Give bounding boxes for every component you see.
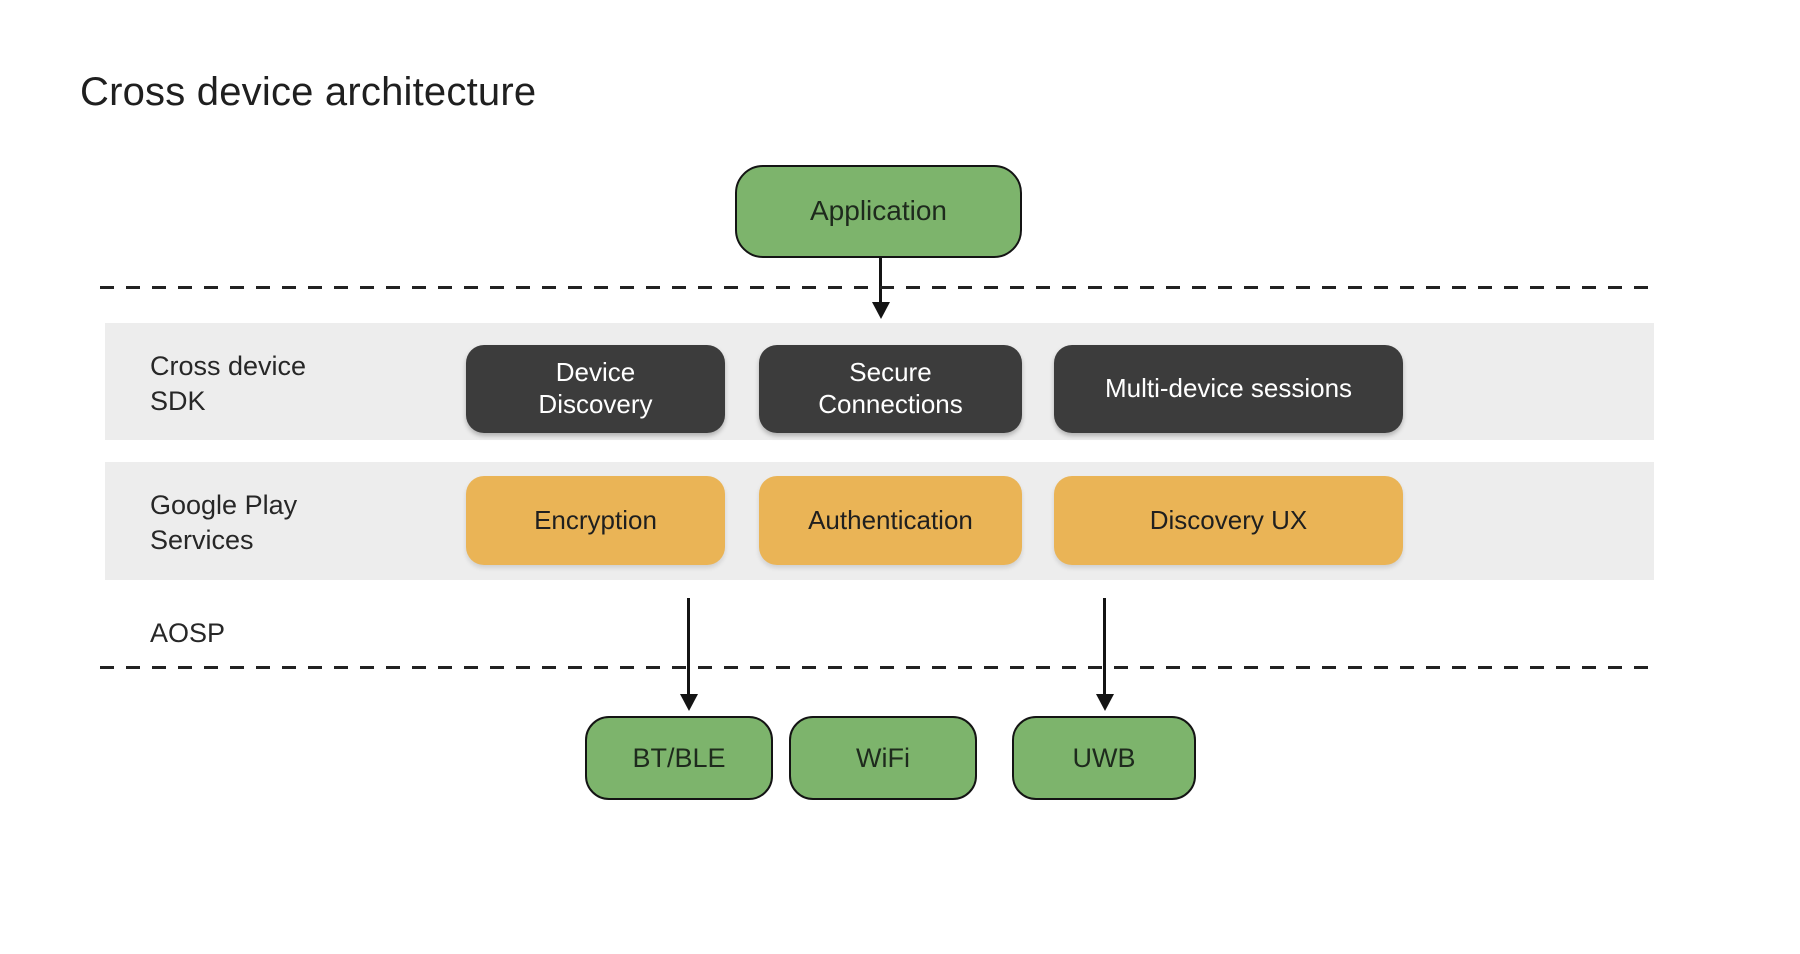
box-authentication: Authentication [759,476,1022,565]
box-encryption-label: Encryption [534,504,657,535]
box-bt-ble: BT/BLE [585,716,773,800]
page-title: Cross device architecture [80,70,537,114]
label-cross-device-sdk: Cross device SDK [150,351,307,417]
box-wifi: WiFi [789,716,977,800]
box-uwb-label: UWB [1072,742,1136,773]
box-device-discovery-label: Device Discovery [538,357,653,419]
label-aosp: AOSP [150,618,226,648]
box-discovery-ux-label: Discovery UX [1149,504,1308,535]
box-uwb: UWB [1012,716,1196,800]
application-arrow-line [879,258,882,304]
box-device-discovery: Device Discovery [466,345,725,433]
box-secure-connections-label: Secure Connections [818,357,963,419]
label-google-play-services: Google Play Services [150,490,298,556]
dashed-separator-top [100,286,1648,289]
arrow-to-btble-line [687,598,690,696]
box-secure-connections: Secure Connections [759,345,1022,433]
box-encryption: Encryption [466,476,725,565]
arrow-to-btble-arrowhead-icon [680,694,698,711]
dashed-separator-bottom [100,666,1648,669]
application-arrowhead-icon [872,302,890,319]
arrow-to-uwb-arrowhead-icon [1096,694,1114,711]
box-multi-device-sessions: Multi-device sessions [1054,345,1403,433]
application-label: Application [810,195,947,227]
box-wifi-label: WiFi [856,742,910,773]
box-authentication-label: Authentication [808,504,973,535]
box-discovery-ux: Discovery UX [1054,476,1403,565]
application-box: Application [735,165,1022,258]
arrow-to-uwb-line [1103,598,1106,696]
box-bt-ble-label: BT/BLE [632,742,726,773]
box-multi-device-sessions-label: Multi-device sessions [1104,373,1353,404]
